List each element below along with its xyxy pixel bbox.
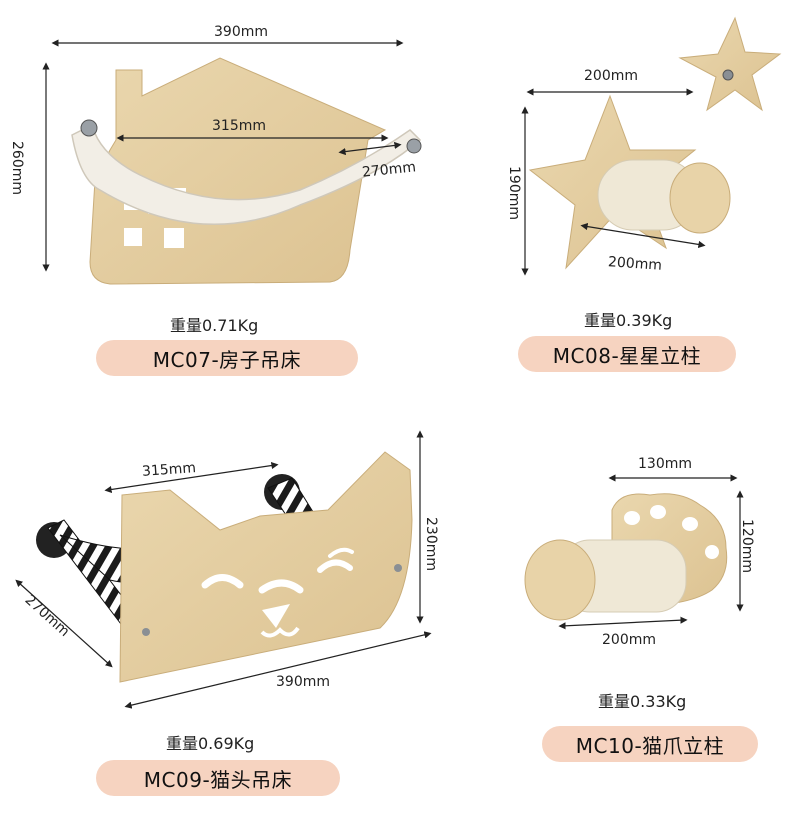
mc07-width-label: 390mm [214,24,268,40]
mc09-height-label: 230mm [423,517,439,571]
mc10-weight: 重量0.33Kg [598,692,687,711]
mc09-weight: 重量0.69Kg [166,734,255,753]
mc07-hammock-fabric [71,123,422,225]
mc09-width-label: 390mm [276,674,330,690]
mc10-paw-post [524,474,744,630]
mc07-weight: 重量0.71Kg [170,316,259,335]
mc08-star-small [678,16,782,112]
mc09-cat-hammock [15,430,432,709]
mc10-width-label: 130mm [638,456,692,472]
mc10-height-label: 120mm [739,519,755,573]
mc08-width-label: 200mm [584,68,638,84]
mc07-window [164,228,184,248]
mc10-post-cap [524,539,596,621]
mc09-cat-board [119,451,413,683]
mc08-post-cap [669,162,731,234]
mc07-bolt [80,119,98,137]
mc10-post-label: 200mm [602,632,656,648]
mc10-label-pill: MC10-猫爪立柱 [542,726,758,762]
mc08-weight: 重量0.39Kg [584,311,673,330]
mc08-height-label: 190mm [506,166,522,220]
mc09-label-pill: MC09-猫头吊床 [96,760,340,796]
mc07-inner-label: 315mm [212,118,266,134]
mc08-label-pill: MC08-星星立柱 [518,336,736,372]
mc07-window [124,228,142,246]
mc08-star-post [521,16,782,276]
mc07-height-label: 260mm [9,141,25,195]
mc07-house-hammock [42,39,422,285]
mc07-label-pill: MC07-房子吊床 [96,340,358,376]
mc07-bolt [406,138,422,154]
